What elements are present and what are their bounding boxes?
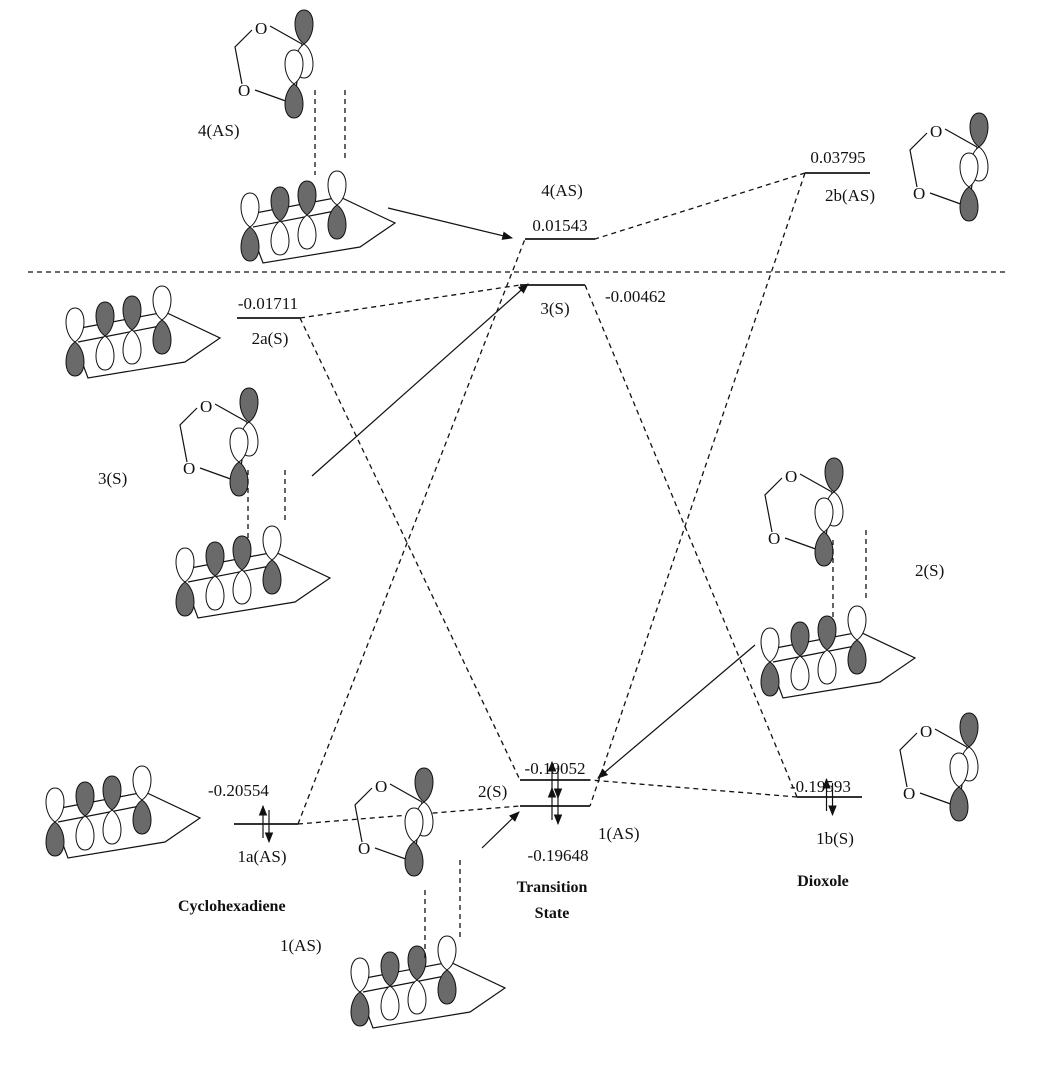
correlation-dioxole_1b-ts_3 <box>584 284 798 798</box>
arrow-ts2 <box>597 644 756 779</box>
correlation-dioxole_2b-ts_4 <box>594 172 806 240</box>
arrow-ts1 <box>481 811 520 849</box>
level-energy: -0.01711 <box>238 294 298 313</box>
level-ts_2: 2(S) -0.19052 <box>478 759 590 801</box>
orbital-picture-ts4 <box>235 10 395 263</box>
fragment-label-transition: Transition <box>517 879 588 896</box>
correlation-dioxole_1b-ts_2 <box>589 779 798 798</box>
level-diene_1a: 1a(AS) -0.20554 <box>208 781 298 866</box>
picture-label-ts3: 3(S) <box>98 469 127 488</box>
energy-levels: 4(AS) 0.01543 3(S) -0.00462 2(S) -0.19052 1(AS… <box>208 148 875 866</box>
orbital-picture-dioxole-1b <box>900 713 978 821</box>
orbital-picture-dioxole-2b <box>910 113 988 221</box>
level-dioxole_1b: 1b(S) -0.19593 <box>790 777 862 848</box>
correlation-dioxole_2b-ts_1 <box>589 172 806 807</box>
level-label: 1(AS) <box>598 824 640 843</box>
level-label: 1b(S) <box>816 829 854 848</box>
orbital-picture-ts2 <box>761 458 915 698</box>
orbital-arrows <box>311 207 756 849</box>
picture-label-ts4: 4(AS) <box>198 121 240 140</box>
correlation-diene_1a-ts_4 <box>297 238 526 825</box>
arrow-ts3 <box>311 283 529 477</box>
arrow-ts4 <box>387 207 514 240</box>
level-energy: 0.03795 <box>810 148 865 167</box>
orbital-picture-ts1 <box>351 768 505 1028</box>
orbital-picture-diene-2a <box>66 286 220 378</box>
level-diene_2a: 2a(S) -0.01711 <box>237 294 300 348</box>
orbital-picture-diene-1a <box>46 766 200 858</box>
level-label: 1a(AS) <box>237 847 286 866</box>
level-label: 4(AS) <box>541 181 583 200</box>
level-dioxole_2b: 2b(AS) 0.03795 <box>805 148 875 205</box>
level-ts_4: 4(AS) 0.01543 <box>525 181 595 240</box>
level-ts_1: 1(AS) -0.19648 <box>520 786 640 865</box>
level-label: 2a(S) <box>252 329 289 348</box>
level-energy: -0.19052 <box>525 759 586 778</box>
level-energy: -0.20554 <box>208 781 269 800</box>
level-label: 3(S) <box>540 299 569 318</box>
level-energy: -0.19648 <box>528 846 589 865</box>
orbital-picture-ts3 <box>176 388 330 618</box>
level-ts_3: 3(S) -0.00462 <box>520 284 666 318</box>
picture-label-ts2: 2(S) <box>915 561 944 580</box>
correlation-diene_2a-ts_3 <box>299 284 521 319</box>
level-label: 2b(AS) <box>825 186 875 205</box>
level-energy: -0.00462 <box>605 287 666 306</box>
fragment-label-state: State <box>535 905 570 922</box>
fragment-label-cyclohexadiene: Cyclohexadiene <box>178 898 286 915</box>
picture-label-ts1: 1(AS) <box>280 936 322 955</box>
correlation-lines <box>297 172 806 825</box>
level-energy: -0.19593 <box>790 777 851 796</box>
level-label: 2(S) <box>478 782 507 801</box>
correlation-diene_2a-ts_2 <box>299 317 521 781</box>
level-energy: 0.01543 <box>532 216 587 235</box>
fragment-label-dioxole: Dioxole <box>797 873 849 890</box>
